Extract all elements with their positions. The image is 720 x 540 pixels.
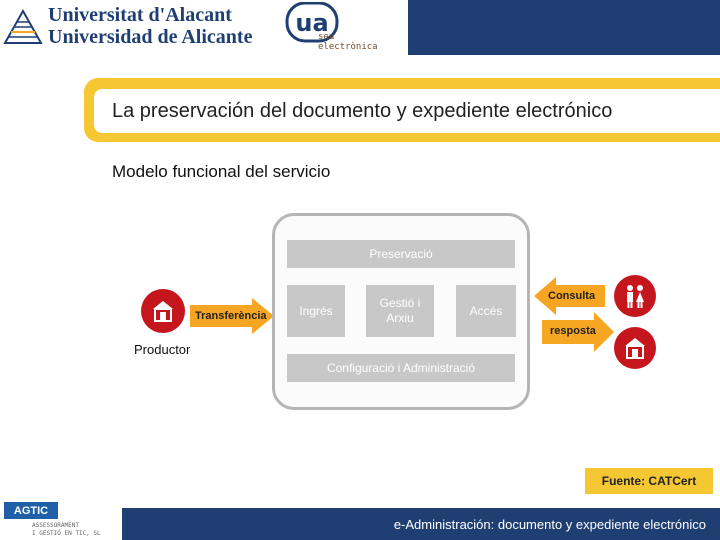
ingres-label: Ingrés (299, 303, 333, 318)
configuracio-box: Configuració i Administració (287, 354, 515, 382)
agtic-tagline-line1: ASSESSORAMENT (32, 522, 79, 529)
resposta-arrow (542, 312, 614, 352)
slide-title: La preservación del documento y expedien… (112, 100, 613, 122)
title-banner-inner (92, 87, 720, 135)
configuracio-label: Configuració i Administració (326, 360, 476, 375)
university-name-line1: Universitat d'Alacant (48, 4, 232, 26)
gestio-label-line2: Arxiu (386, 311, 414, 325)
acces-box: Accés (456, 285, 516, 337)
ua-logo-icon: ua (285, 2, 339, 43)
ua-logo-text: ua (295, 9, 328, 37)
users-icon (614, 275, 656, 317)
agtic-tagline-line2: I GESTIÓ EN TIC, SL (32, 530, 101, 537)
agtic-logo: AGTIC (4, 502, 58, 519)
preservacio-label: Preservació (369, 246, 433, 261)
consulta-arrow (534, 277, 605, 315)
header-color-bar (408, 0, 720, 55)
ua-sub-line2: electrònica (318, 42, 378, 52)
agtic-tagline: ASSESSORAMENT I GESTIÓ EN TIC, SL (32, 522, 101, 538)
transferencia-arrow (190, 298, 274, 334)
slide-subtitle: Modelo funcional del servicio (112, 162, 331, 181)
productor-building-icon (141, 289, 185, 333)
slide-header: Universitat d'Alacant Universidad de Ali… (0, 0, 720, 55)
resposta-label: resposta (550, 325, 596, 337)
university-name-line2: Universidad de Alicante (48, 26, 253, 48)
university-name: Universitat d'Alacant Universidad de Ali… (48, 4, 252, 48)
gestio-label-line1: Gestió i (379, 296, 421, 310)
productor-label: Productor (134, 342, 191, 357)
acces-label: Accés (469, 303, 503, 318)
gestio-arxiu-box: Gestió i Arxiu (366, 285, 434, 337)
transferencia-label: Transferència (195, 310, 267, 322)
footer-text: e-Administración: documento y expediente… (393, 517, 706, 532)
ua-subtitle: seu electrònica (318, 32, 378, 52)
consulta-label: Consulta (548, 290, 596, 302)
archive-building-icon (614, 327, 656, 369)
university-emblem-icon (2, 5, 44, 47)
footer-bar: e-Administración: documento y expediente… (122, 508, 720, 540)
source-note: Fuente: CATCert (585, 468, 713, 494)
ingres-box: Ingrés (287, 285, 345, 337)
preservacio-box: Preservació (287, 240, 515, 268)
ua-sub-line1: seu (318, 32, 335, 42)
